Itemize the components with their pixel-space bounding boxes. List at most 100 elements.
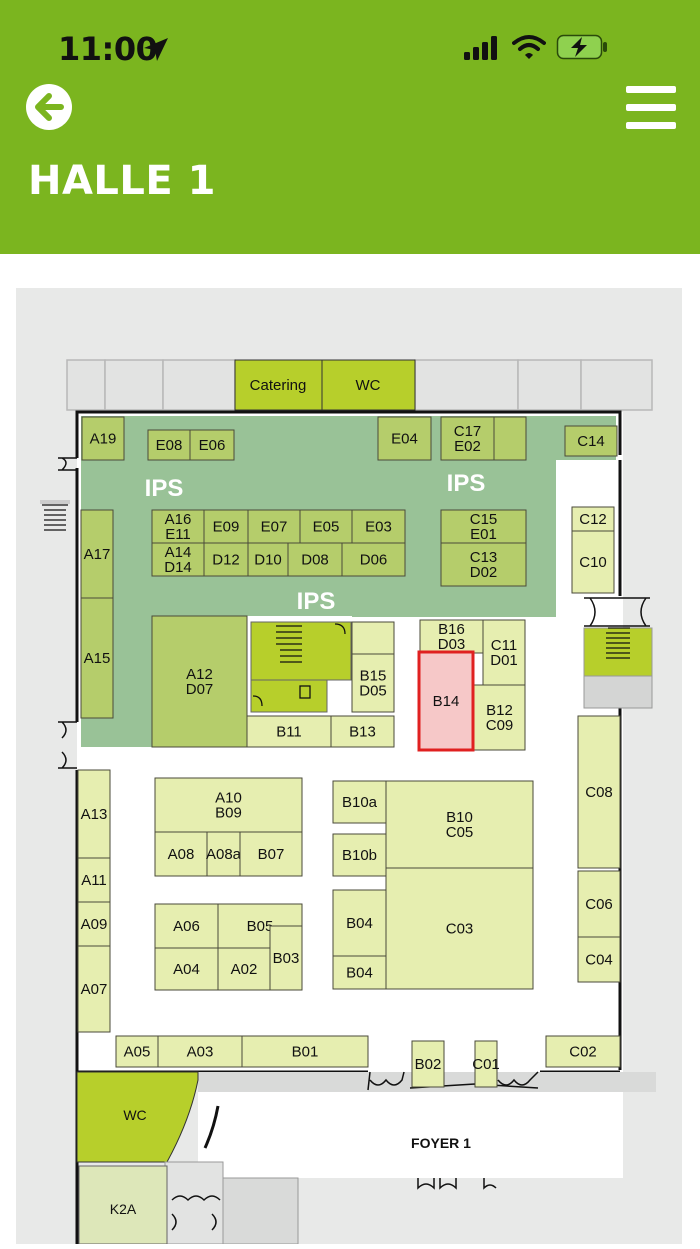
back-button[interactable] (26, 84, 72, 130)
booth-d12[interactable]: D12 (203, 542, 249, 577)
booth-b10b-shape[interactable] (332, 833, 387, 877)
booth-a12-d07-shape[interactable] (151, 615, 248, 748)
hamburger-menu-button[interactable] (626, 86, 676, 130)
booth-a08a-shape[interactable] (206, 831, 241, 877)
booth-a15[interactable]: A15 (80, 597, 114, 719)
booth-e07[interactable]: E07 (247, 509, 301, 544)
booth-b14[interactable]: B14 (417, 650, 475, 752)
booth-a19-shape[interactable] (81, 416, 125, 461)
booth-a04-shape[interactable] (154, 947, 219, 991)
booth-a06[interactable]: A06 (154, 903, 219, 949)
booth-b02[interactable]: B02 (411, 1040, 445, 1088)
booth-c01-shape[interactable] (474, 1040, 498, 1088)
booth-b07[interactable]: B07 (239, 831, 303, 877)
booth-a13-shape[interactable] (77, 769, 111, 859)
booth-b14-shape[interactable] (417, 650, 475, 752)
booth-a15-shape[interactable] (80, 597, 114, 719)
booth-c02[interactable]: C02 (545, 1035, 621, 1068)
booth-c15-e01-shape[interactable] (440, 509, 527, 544)
booth-e07-shape[interactable] (247, 509, 301, 544)
booth-c03[interactable]: C03 (385, 867, 534, 990)
booth-a07[interactable]: A07 (77, 945, 111, 1033)
booth-a19[interactable]: A19 (81, 416, 125, 461)
booth-e05[interactable]: E05 (299, 509, 353, 544)
booth-c11-d01-shape[interactable] (482, 619, 526, 686)
booth-b02-shape[interactable] (411, 1040, 445, 1088)
booth-c04-shape[interactable] (577, 936, 621, 983)
booth-e03-shape[interactable] (351, 509, 406, 544)
booth-a02[interactable]: A02 (217, 947, 271, 991)
booth-e06-shape[interactable] (189, 429, 235, 461)
booth-c08-shape[interactable] (577, 715, 621, 869)
booth-b04b-shape[interactable] (332, 955, 387, 990)
booth-e09[interactable]: E09 (203, 509, 249, 544)
booth-a05[interactable]: A05 (115, 1035, 159, 1068)
booth-e08-shape[interactable] (147, 429, 191, 461)
booth-a09[interactable]: A09 (77, 901, 111, 947)
booth-b10b[interactable]: B10b (332, 833, 387, 877)
booth-a16-e11-shape[interactable] (151, 509, 205, 544)
booth-a08[interactable]: A08 (154, 831, 208, 877)
booth-blank-shape[interactable] (493, 416, 527, 461)
booth-a08a[interactable]: A08a (206, 831, 242, 877)
booth-e04-shape[interactable] (377, 416, 432, 461)
booth-b03-shape[interactable] (269, 925, 303, 991)
booth-b15-d05-shape[interactable] (351, 653, 395, 713)
booth-e03[interactable]: E03 (351, 509, 406, 544)
booth-c08[interactable]: C08 (577, 715, 621, 869)
booth-b04b[interactable]: B04 (332, 955, 387, 990)
booth-d06[interactable]: D06 (341, 542, 406, 577)
booth-c10-shape[interactable] (571, 530, 615, 594)
booth-c12[interactable]: C12 (571, 506, 615, 532)
booth-b07-shape[interactable] (239, 831, 303, 877)
booth-e09-shape[interactable] (203, 509, 249, 544)
booth-b13[interactable]: B13 (330, 715, 395, 748)
booth-e05-shape[interactable] (299, 509, 353, 544)
booth-b13-shape[interactable] (330, 715, 395, 748)
booth-a07-shape[interactable] (77, 945, 111, 1033)
booth-a05-shape[interactable] (115, 1035, 159, 1068)
booth-a14-d14-shape[interactable] (151, 542, 205, 577)
booth-b01-shape[interactable] (241, 1035, 369, 1068)
booth-e08[interactable]: E08 (147, 429, 191, 461)
booth-c10[interactable]: C10 (571, 530, 615, 594)
booth-d10-shape[interactable] (247, 542, 289, 577)
booth-c14-shape[interactable] (564, 425, 618, 457)
booth-d08[interactable]: D08 (287, 542, 343, 577)
booth-blank[interactable] (351, 621, 395, 655)
booth-a03[interactable]: A03 (157, 1035, 243, 1068)
booth-a17[interactable]: A17 (80, 509, 114, 599)
booth-c03-shape[interactable] (385, 867, 534, 990)
booth-c12-shape[interactable] (571, 506, 615, 532)
booth-d06-shape[interactable] (341, 542, 406, 577)
booth-b04a-shape[interactable] (332, 889, 387, 957)
booth-b03[interactable]: B03 (269, 925, 303, 991)
booth-b11-shape[interactable] (246, 715, 332, 748)
booth-blank-shape[interactable] (351, 621, 395, 655)
booth-a13[interactable]: A13 (77, 769, 111, 859)
booth-d08-shape[interactable] (287, 542, 343, 577)
booth-b01[interactable]: B01 (241, 1035, 369, 1068)
booth-d10[interactable]: D10 (247, 542, 289, 577)
booth-e06[interactable]: E06 (189, 429, 235, 461)
booth-blank[interactable] (493, 416, 527, 461)
booth-b04a[interactable]: B04 (332, 889, 387, 957)
booth-b10a[interactable]: B10a (332, 780, 387, 824)
booth-b10a-shape[interactable] (332, 780, 387, 824)
booth-b11[interactable]: B11 (246, 715, 332, 748)
booth-a03-shape[interactable] (157, 1035, 243, 1068)
booth-b10-c05-shape[interactable] (385, 780, 534, 869)
booth-c14[interactable]: C14 (564, 425, 618, 457)
